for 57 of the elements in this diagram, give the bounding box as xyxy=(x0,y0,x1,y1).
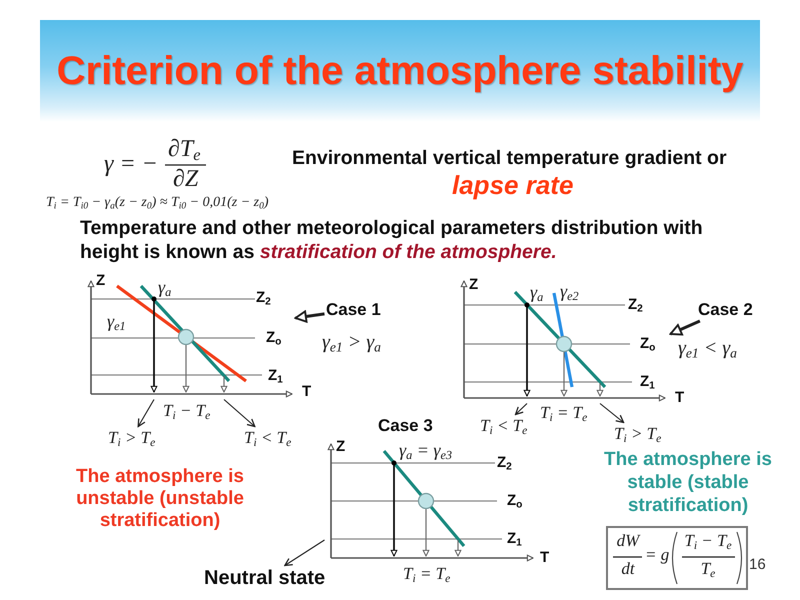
math-label: T$_{i}$ = T$_{e}$ xyxy=(540,403,588,423)
math-label: γ$_{a}$ = γ$_{e3}$ xyxy=(399,440,452,461)
math-text: T$_{i}$ − T$_{e}$ xyxy=(683,531,733,551)
math-label: γ$_{e1}$ < γ$_{a}$ xyxy=(678,337,737,360)
math-formula: ∂T$_{e}$ xyxy=(168,136,200,164)
note-text: The atmosphere is stable (stable stratification) xyxy=(603,448,773,517)
math-text: T$_{e}$ xyxy=(700,559,716,579)
math-label: γ$_{a}$ xyxy=(158,277,172,298)
math-label: T$_{i}$ < T$_{e}$ xyxy=(480,416,528,436)
math-text: dW xyxy=(616,531,642,551)
axis-label: Z xyxy=(336,438,346,456)
math-text: = g xyxy=(645,545,670,565)
axis-label: Z$_{1}$ xyxy=(268,367,283,384)
description-text: Environmental vertical temperature gradient or xyxy=(292,147,727,170)
page-number: 16 xyxy=(749,556,766,574)
arrow xyxy=(600,403,624,424)
math-formula: T$_{i}$ = T$_{i0}$ − γ$_{a}$(z − z$_{0}$) ≈ T$_{i0}$ − 0,01(z − z$_{0}$) xyxy=(46,195,269,212)
axis-label: T xyxy=(540,549,550,566)
note-text: The atmosphere is unstable (unstable stratification) xyxy=(75,466,245,532)
math-label: γ$_{e1}$ xyxy=(107,311,126,332)
arrow xyxy=(514,403,528,416)
axis-label: Z$_{2}$ xyxy=(497,454,512,472)
math-label: γ$_{e1}$ > γ$_{a}$ xyxy=(322,331,381,354)
paragraph: Temperature and other meteorological parameters distribution with height is known as stratification of the atmosphere. xyxy=(80,216,704,264)
state-label: Neutral state xyxy=(204,567,326,590)
math-text: dt xyxy=(620,559,636,579)
axis-label: T xyxy=(675,389,684,406)
axis-label: Z$_{o}$ xyxy=(266,329,282,346)
axis-label: Z$_{2}$ xyxy=(256,289,271,306)
arrow xyxy=(284,540,325,566)
case-label: Case 3 xyxy=(378,416,433,436)
formula-box xyxy=(606,526,748,590)
case-label: Case 2 xyxy=(698,300,753,320)
axis-label: Z xyxy=(96,272,106,290)
arrow xyxy=(294,310,325,323)
highlighted-term: lapse rate xyxy=(452,171,574,201)
axis-label: Z xyxy=(469,276,478,294)
math-label: γ$_{a}$ xyxy=(530,282,544,303)
math-label: γ$_{e2}$ xyxy=(560,281,579,302)
arrow xyxy=(224,399,256,428)
axis-label: Z$_{o}$ xyxy=(640,335,656,352)
math-label: T$_{i}$ > T$_{e}$ xyxy=(614,424,662,444)
arrow xyxy=(670,320,700,336)
axis-label: Z$_{2}$ xyxy=(628,296,643,314)
axis-label: Z$_{o}$ xyxy=(507,492,522,510)
case-label: Case 1 xyxy=(326,300,381,320)
axis-label: Z$_{1}$ xyxy=(640,373,655,390)
math-label: T$_{i}$ = T$_{e}$ xyxy=(403,564,450,584)
axis-label: T xyxy=(302,383,312,400)
arrow xyxy=(138,399,154,428)
math-label: T$_{i}$ < T$_{e}$ xyxy=(244,428,292,448)
math-label: T$_{i}$ − T$_{e}$ xyxy=(163,401,210,421)
slide-title: Criterion of the atmosphere stability xyxy=(56,49,744,93)
axis-label: Z$_{1}$ xyxy=(507,530,522,548)
math-formula: ∂Z xyxy=(173,166,198,194)
math-formula: γ = − xyxy=(104,151,158,179)
math-label: T$_{i}$ > T$_{e}$ xyxy=(108,428,156,448)
